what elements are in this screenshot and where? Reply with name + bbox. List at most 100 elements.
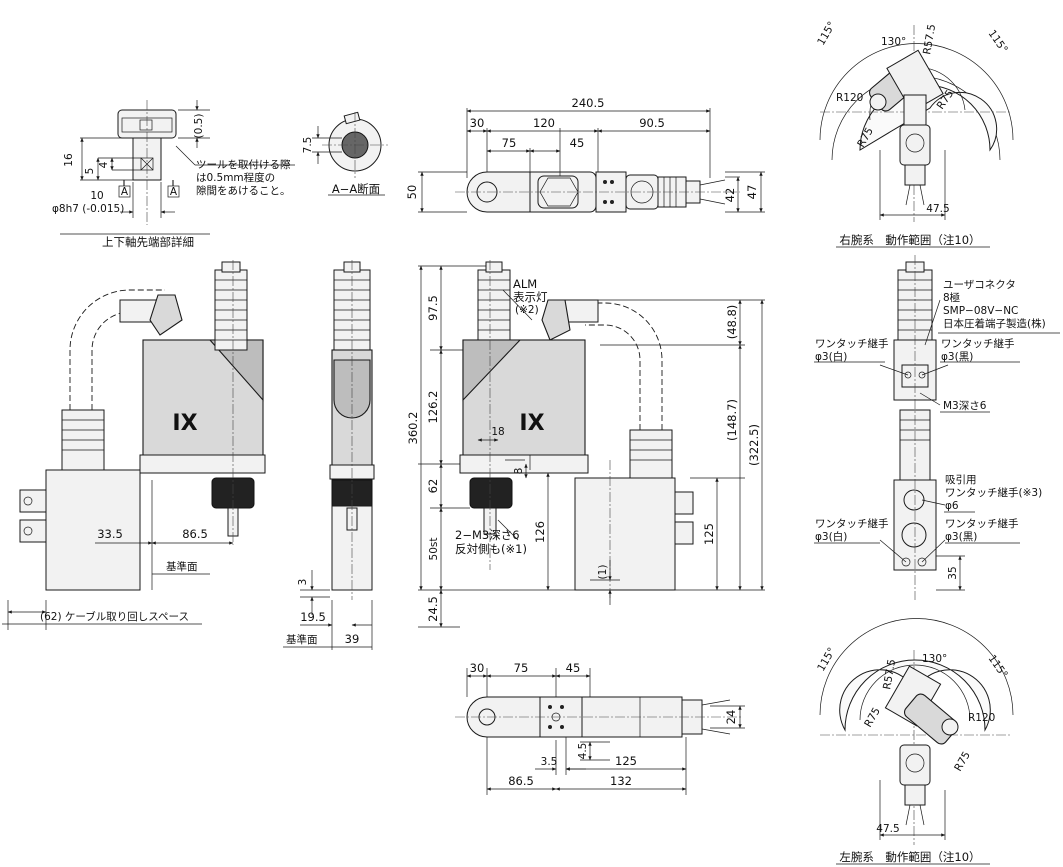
front-dim-33-5: 33.5	[97, 527, 123, 541]
range-r-47-5: 47.5	[926, 203, 949, 215]
bottom-dim-132: 132	[610, 774, 632, 788]
front-view: IX 33.5 86.5 基準面 (62) ケーブル取り回しスペース	[2, 260, 266, 630]
range-l-r120: R120	[968, 712, 995, 724]
rs-dim-35: 35	[947, 566, 959, 579]
bottom-dim-75: 75	[514, 661, 529, 675]
main-dim-48-8: (48.8)	[725, 305, 739, 340]
suction-2: ワンタッチ継手(※3)	[945, 486, 1042, 499]
user-conn-3: SMP−08V−NC	[943, 305, 1018, 317]
ref-plane-label-2: 基準面	[286, 633, 318, 646]
bottom-dim-3-5: 3.5	[541, 756, 558, 768]
main-dim-50st: 50st	[428, 538, 440, 561]
top-dim-50: 50	[405, 185, 419, 200]
top-dim-30: 30	[470, 116, 485, 130]
left-arm-range-view: 115° 130° R57.5 115° R75 R120 R75 47.5 左…	[815, 618, 1014, 865]
top-dim-42: 42	[723, 188, 737, 203]
main-dim-1: (1)	[597, 565, 609, 580]
fitting-black-b2: φ3(黒)	[945, 531, 977, 543]
main-dim-360-2: 360.2	[406, 412, 420, 445]
range-r-115b: 115°	[986, 28, 1010, 56]
side-dim-19-5: 19.5	[300, 610, 326, 624]
main-dim-24-5: 24.5	[426, 596, 440, 622]
range-l-130: 130°	[922, 653, 947, 665]
right-side-view: 35 ユーザコネクタ 8極 SMP−08V−NC 日本圧着端子製造(株) ワンタ…	[814, 255, 1060, 600]
main-dim-18: 18	[491, 426, 504, 438]
main-dim-322-5: (322.5)	[747, 424, 761, 466]
main-dim-125: 125	[702, 523, 716, 545]
section-mark-a2: A	[170, 186, 178, 198]
main-dim-148-7: (148.7)	[725, 399, 739, 441]
side-view: 3 19.5 39 基準面	[283, 260, 375, 650]
range-l-115b: 115°	[986, 653, 1010, 681]
m3-depth-label: M3深さ6	[943, 400, 987, 412]
dim-7-5: 7.5	[302, 137, 314, 154]
bottom-dim-4-5: 4.5	[577, 743, 589, 760]
dim-4: 4	[98, 161, 110, 168]
dim-10: 10	[90, 190, 103, 202]
fitting-white-b2: φ3(白)	[815, 530, 847, 543]
tool-note-1: ツールを取付ける際	[196, 158, 291, 171]
range-r-115a: 115°	[815, 20, 838, 48]
user-conn-4: 日本圧着端子製造(株)	[943, 317, 1046, 330]
caption-section-aa: A−A断面	[332, 182, 380, 196]
fitting-black-b1: ワンタッチ継手	[945, 517, 1019, 530]
section-aa-view: 7.5 A−A断面	[302, 111, 388, 196]
main-brand-logo: IX	[519, 411, 544, 436]
tool-note-2: は0.5mm程度の	[196, 171, 275, 184]
side-dim-39: 39	[345, 632, 360, 646]
range-r-r57-5: R57.5	[921, 23, 938, 55]
top-view: 240.5 30 120 90.5 75 45 50 47 42	[405, 96, 765, 213]
range-r-r120: R120	[836, 92, 863, 104]
alm-label-2: 表示灯	[513, 290, 548, 304]
fitting-white-1: ワンタッチ継手	[815, 337, 889, 350]
suction-1: 吸引用	[945, 473, 977, 486]
top-dim-120: 120	[533, 116, 555, 130]
bottom-view: 30 75 45 24 4.5 3.5 125 86.5 132	[455, 661, 745, 795]
bottom-dim-30: 30	[470, 661, 485, 675]
caption-right-arm: 右腕系 動作範囲（注10）	[839, 233, 980, 247]
user-conn-2: 8極	[943, 291, 960, 304]
m3-label-1: 2−M3深さ6	[455, 528, 520, 542]
main-dim-62: 62	[426, 479, 440, 494]
top-dim-45: 45	[570, 136, 585, 150]
dim-16: 16	[63, 153, 75, 167]
side-dim-3: 3	[297, 579, 309, 586]
main-dim-97-5: 97.5	[426, 295, 440, 321]
range-l-r75b: R75	[952, 750, 973, 774]
front-dim-86-5: 86.5	[182, 527, 208, 541]
range-l-r57-5: R57.5	[881, 658, 898, 690]
top-dim-47: 47	[745, 185, 759, 200]
main-dim-8: 8	[513, 468, 525, 475]
main-dim-126: 126	[533, 521, 547, 543]
caption-tip-detail: 上下軸先端部詳細	[102, 235, 194, 249]
range-r-130: 130°	[881, 36, 906, 48]
tip-detail-view: (0.5) 16 5 4 10 φ8h7 (-0.015) A A ツールを取付…	[52, 100, 295, 249]
bottom-dim-86-5: 86.5	[508, 774, 534, 788]
suction-3: φ6	[945, 500, 959, 512]
bottom-dim-125: 125	[615, 754, 637, 768]
user-conn-1: ユーザコネクタ	[943, 279, 1016, 291]
cable-space-label: (62) ケーブル取り回しスペース	[40, 610, 189, 623]
alm-label-3: (※2)	[515, 304, 539, 316]
range-l-r75a: R75	[862, 706, 883, 730]
top-dim-240-5: 240.5	[572, 96, 605, 110]
main-front-view: IX 97.5 126.2	[406, 260, 765, 628]
section-mark-a1: A	[121, 186, 129, 198]
bottom-dim-45: 45	[566, 661, 581, 675]
alm-label-1: ALM	[513, 277, 537, 291]
dim-0-5: (0.5)	[193, 114, 205, 139]
range-l-47-5: 47.5	[876, 823, 899, 835]
m3-label-2: 反対側も(※1)	[455, 542, 527, 556]
fitting-white-b1: ワンタッチ継手	[815, 517, 889, 530]
dim-5: 5	[84, 168, 96, 175]
range-l-115a: 115°	[815, 646, 838, 674]
bottom-dim-24: 24	[724, 710, 738, 725]
fitting-white-2: φ3(白)	[815, 350, 847, 363]
right-arm-range-view: 115° 130° R57.5 115° R120 R75 R75 47.5 右…	[815, 20, 1014, 248]
fitting-black-1: ワンタッチ継手	[941, 337, 1015, 350]
top-dim-75: 75	[502, 136, 517, 150]
fitting-black-2: φ3(黒)	[941, 351, 973, 363]
dim-shaft: φ8h7 (-0.015)	[52, 203, 124, 215]
main-dim-126-2: 126.2	[426, 391, 440, 424]
